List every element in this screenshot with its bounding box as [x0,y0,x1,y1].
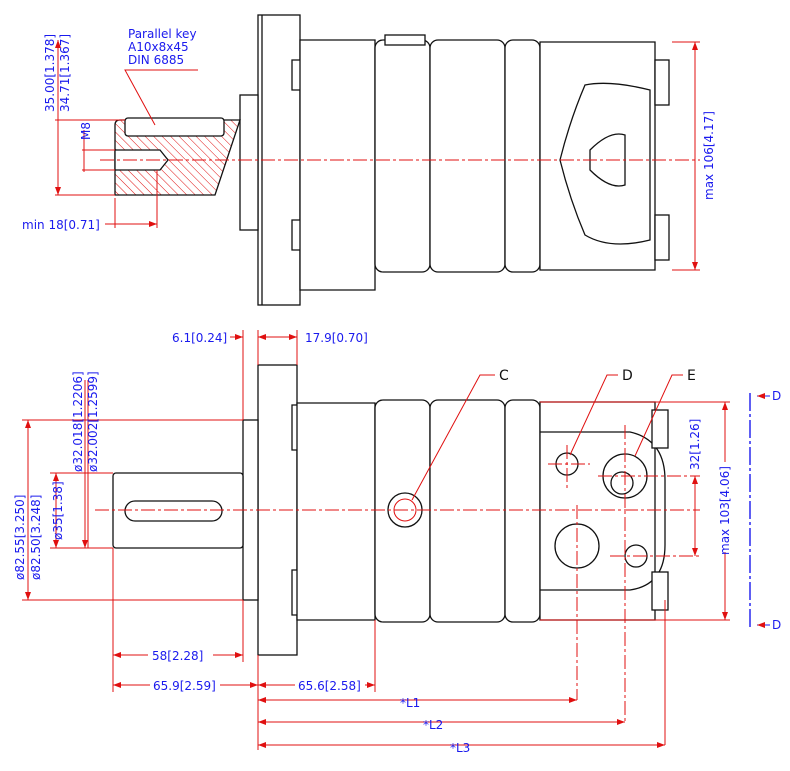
dim-l2: *L2 [423,718,443,732]
dim-shaft-dia-c: ø35[1.38] [51,481,65,540]
dim-thread-depth: min 18[0.71] [22,218,100,232]
key-slot [124,500,223,522]
dim-shaft-dia-b: ø32.002[1.2599] [86,371,100,472]
housing [291,39,376,291]
key-note-line-3: DIN 6885 [128,53,184,67]
side-view: C D E D D 6.1[0.24] 17.9[0.70] ø82.55[3.… [13,330,781,755]
gear-section-1 [374,39,431,273]
dim-pilot-dia-b: ø82.50[3.248] [29,495,43,580]
key-note-line-1: Parallel key [128,27,197,41]
section-marker-top: D [772,389,781,403]
hex-nut-top [651,409,669,449]
hex-nut-bottom [651,571,669,611]
hex-nut-bottom [654,214,670,261]
dim-l1: *L1 [400,696,420,710]
top-view: Parallel key A10x8x45 DIN 6885 35.00[1.3… [22,14,716,306]
dim-port-c-distance: 65.6[2.58] [298,679,361,693]
plug [384,34,426,46]
parallel-key [124,117,225,137]
hex-nut-top [654,59,670,106]
dim-pilot-width: 6.1[0.24] [172,331,227,345]
gear-section-2 [429,39,506,273]
dim-shaft-length: 65.9[2.59] [153,679,216,693]
section-marker-bottom: D [772,618,781,632]
port-label-e: E [687,368,696,384]
thread-label: M8 [79,122,93,140]
shaft-shoulder [239,94,259,231]
port-label-c: C [499,368,509,384]
dim-max-height-top: max 106[4.17] [702,111,716,200]
key-note-line-2: A10x8x45 [128,40,189,54]
gear-section-3 [504,39,541,273]
dim-port-spacing: 32[1.26] [688,419,702,470]
dim-flange-width: 17.9[0.70] [305,331,368,345]
gear-section-2 [429,399,506,623]
dim-pilot-dia-a: ø82.55[3.250] [13,495,27,580]
gear-section-3 [504,399,541,623]
dim-l3: *L3 [450,741,470,755]
port-label-d: D [622,368,633,384]
dim-key-length: 58[2.28] [152,649,203,663]
dim-key-height-b: 34.71[1.367] [58,34,72,112]
end-cover [539,401,656,621]
dim-max-height-side: max 103[4.06] [718,466,732,555]
end-cover [539,41,656,271]
housing [291,402,376,621]
dim-shaft-dia-a: ø32.018[1.2206] [71,371,85,472]
dim-key-height-a: 35.00[1.378] [43,34,57,112]
